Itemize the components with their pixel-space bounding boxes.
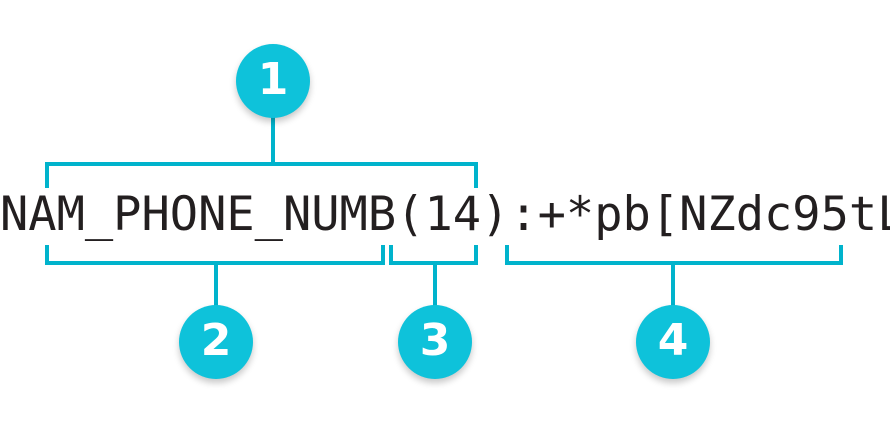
callout-marker-4[interactable]: 4 [636,305,710,379]
callout-marker-3-label: 3 [419,315,451,366]
callout-marker-4-label: 4 [657,315,689,366]
callout-marker-2-label: 2 [200,315,232,366]
bracket-4 [505,245,843,265]
bracket-1 [45,162,478,188]
code-string: NAM_PHONE_NUMB(14):+*pb[NZdc95tLB [0,187,890,242]
callout-marker-1-label: 1 [257,54,289,105]
callout-marker-3[interactable]: 3 [398,305,472,379]
callout-marker-2[interactable]: 2 [179,305,253,379]
callout-marker-1[interactable]: 1 [236,44,310,118]
bracket-2 [45,245,385,265]
bracket-3 [389,245,478,265]
